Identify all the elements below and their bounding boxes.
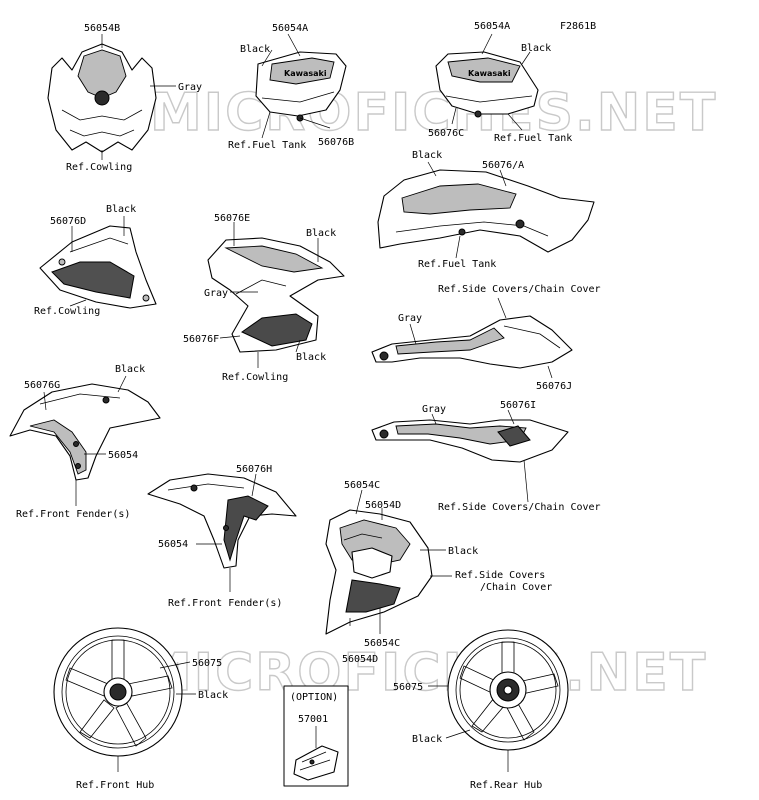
shroud-right-part-no-2: 56076F	[183, 334, 219, 345]
shroud-right-color-mid: Gray	[204, 288, 228, 299]
cowl-color: Gray	[178, 82, 202, 93]
fender-left-color: Black	[115, 364, 145, 375]
fender-left-drawing	[9, 383, 161, 481]
side-cover-right-color: Gray	[398, 313, 422, 324]
rear-wheel-drawing	[447, 629, 569, 751]
tank-cover-color: Black	[412, 150, 442, 161]
option-box: (OPTION) 57001	[283, 685, 349, 787]
fender-right-drawing	[147, 473, 297, 569]
fender-right-ref: Ref.Front Fender(s)	[168, 598, 282, 609]
tail-drawing	[325, 509, 433, 635]
fender-right-part-no-2: 56054	[158, 539, 188, 550]
tank-right-part-no: 56054A	[474, 21, 510, 32]
shroud-left-color: Black	[106, 204, 136, 215]
tail-part-no-top-1: 56054C	[344, 480, 380, 491]
option-title: (OPTION)	[290, 692, 338, 703]
shroud-right-ref: Ref.Cowling	[222, 372, 288, 383]
shroud-right-part-no: 56076E	[214, 213, 250, 224]
tank-cover-part-no: 56076/A	[482, 160, 524, 171]
side-cover-left-color: Gray	[422, 404, 446, 415]
front-cowl-drawing	[47, 43, 157, 153]
tank-cover-ref: Ref.Fuel Tank	[418, 259, 496, 270]
tank-right-drawing: Kawasaki	[435, 51, 539, 118]
option-item-drawing	[293, 745, 339, 781]
tank-left-ref: Ref.Fuel Tank	[228, 140, 306, 151]
rear-wheel-ref: Ref.Rear Hub	[470, 780, 542, 791]
front-wheel-drawing	[53, 627, 183, 757]
cowl-part-no: 56054B	[84, 23, 120, 34]
side-cover-left-ref: Ref.Side Covers/Chain Cover	[438, 502, 601, 513]
side-cover-right-drawing	[371, 315, 573, 369]
cowl-ref: Ref.Cowling	[66, 162, 132, 173]
tank-left-part-no: 56054A	[272, 23, 308, 34]
side-cover-left-part-no: 56076I	[500, 400, 536, 411]
tank-left-brand: Kawasaki	[284, 69, 327, 78]
tail-color: Black	[448, 546, 478, 557]
fender-right-part-no: 56076H	[236, 464, 272, 475]
fender-left-part-no-2: 56054	[108, 450, 138, 461]
shroud-right-color-bottom: Black	[296, 352, 326, 363]
tail-part-no-bottom-1: 56054D	[342, 654, 378, 665]
side-cover-right-ref: Ref.Side Covers/Chain Cover	[438, 284, 601, 295]
tank-cover-drawing	[377, 169, 595, 253]
side-cover-right-part-no: 56076J	[536, 381, 572, 392]
watermark-top: MICROFICHES.NET	[150, 83, 717, 143]
watermark-bottom: MICROFICHES.NET	[140, 643, 707, 703]
tank-left-part-no-2: 56076B	[318, 137, 354, 148]
shroud-left-part-no: 56076D	[50, 216, 86, 227]
shroud-right-color-top: Black	[306, 228, 336, 239]
tail-ref-line-1: Ref.Side Covers	[455, 570, 545, 581]
shroud-left-ref: Ref.Cowling	[34, 306, 100, 317]
tank-right-ref: Ref.Fuel Tank	[494, 133, 572, 144]
shroud-right-drawing	[207, 237, 345, 353]
option-part-no: 57001	[298, 714, 328, 725]
side-cover-left-drawing	[371, 419, 569, 463]
front-wheel-color: Black	[198, 690, 228, 701]
front-wheel-ref: Ref.Front Hub	[76, 780, 154, 791]
fender-left-ref: Ref.Front Fender(s)	[16, 509, 130, 520]
fender-left-part-no: 56076G	[24, 380, 60, 391]
tank-right-color: Black	[521, 43, 551, 54]
tank-left-color: Black	[240, 44, 270, 55]
front-wheel-part-no: 56075	[192, 658, 222, 669]
tail-part-no-top-2: 56054D	[365, 500, 401, 511]
rear-wheel-part-no: 56075	[393, 682, 423, 693]
tail-part-no-bottom-2: 56054C	[364, 638, 400, 649]
tank-right-part-no-2: 56076C	[428, 128, 464, 139]
tail-ref-line-2: /Chain Cover	[480, 582, 552, 593]
figure-id: F2861B	[560, 21, 596, 32]
rear-wheel-color: Black	[412, 734, 442, 745]
tank-right-brand: Kawasaki	[468, 69, 511, 78]
tank-left-drawing: Kawasaki	[255, 51, 347, 122]
shroud-left-drawing	[39, 225, 157, 309]
